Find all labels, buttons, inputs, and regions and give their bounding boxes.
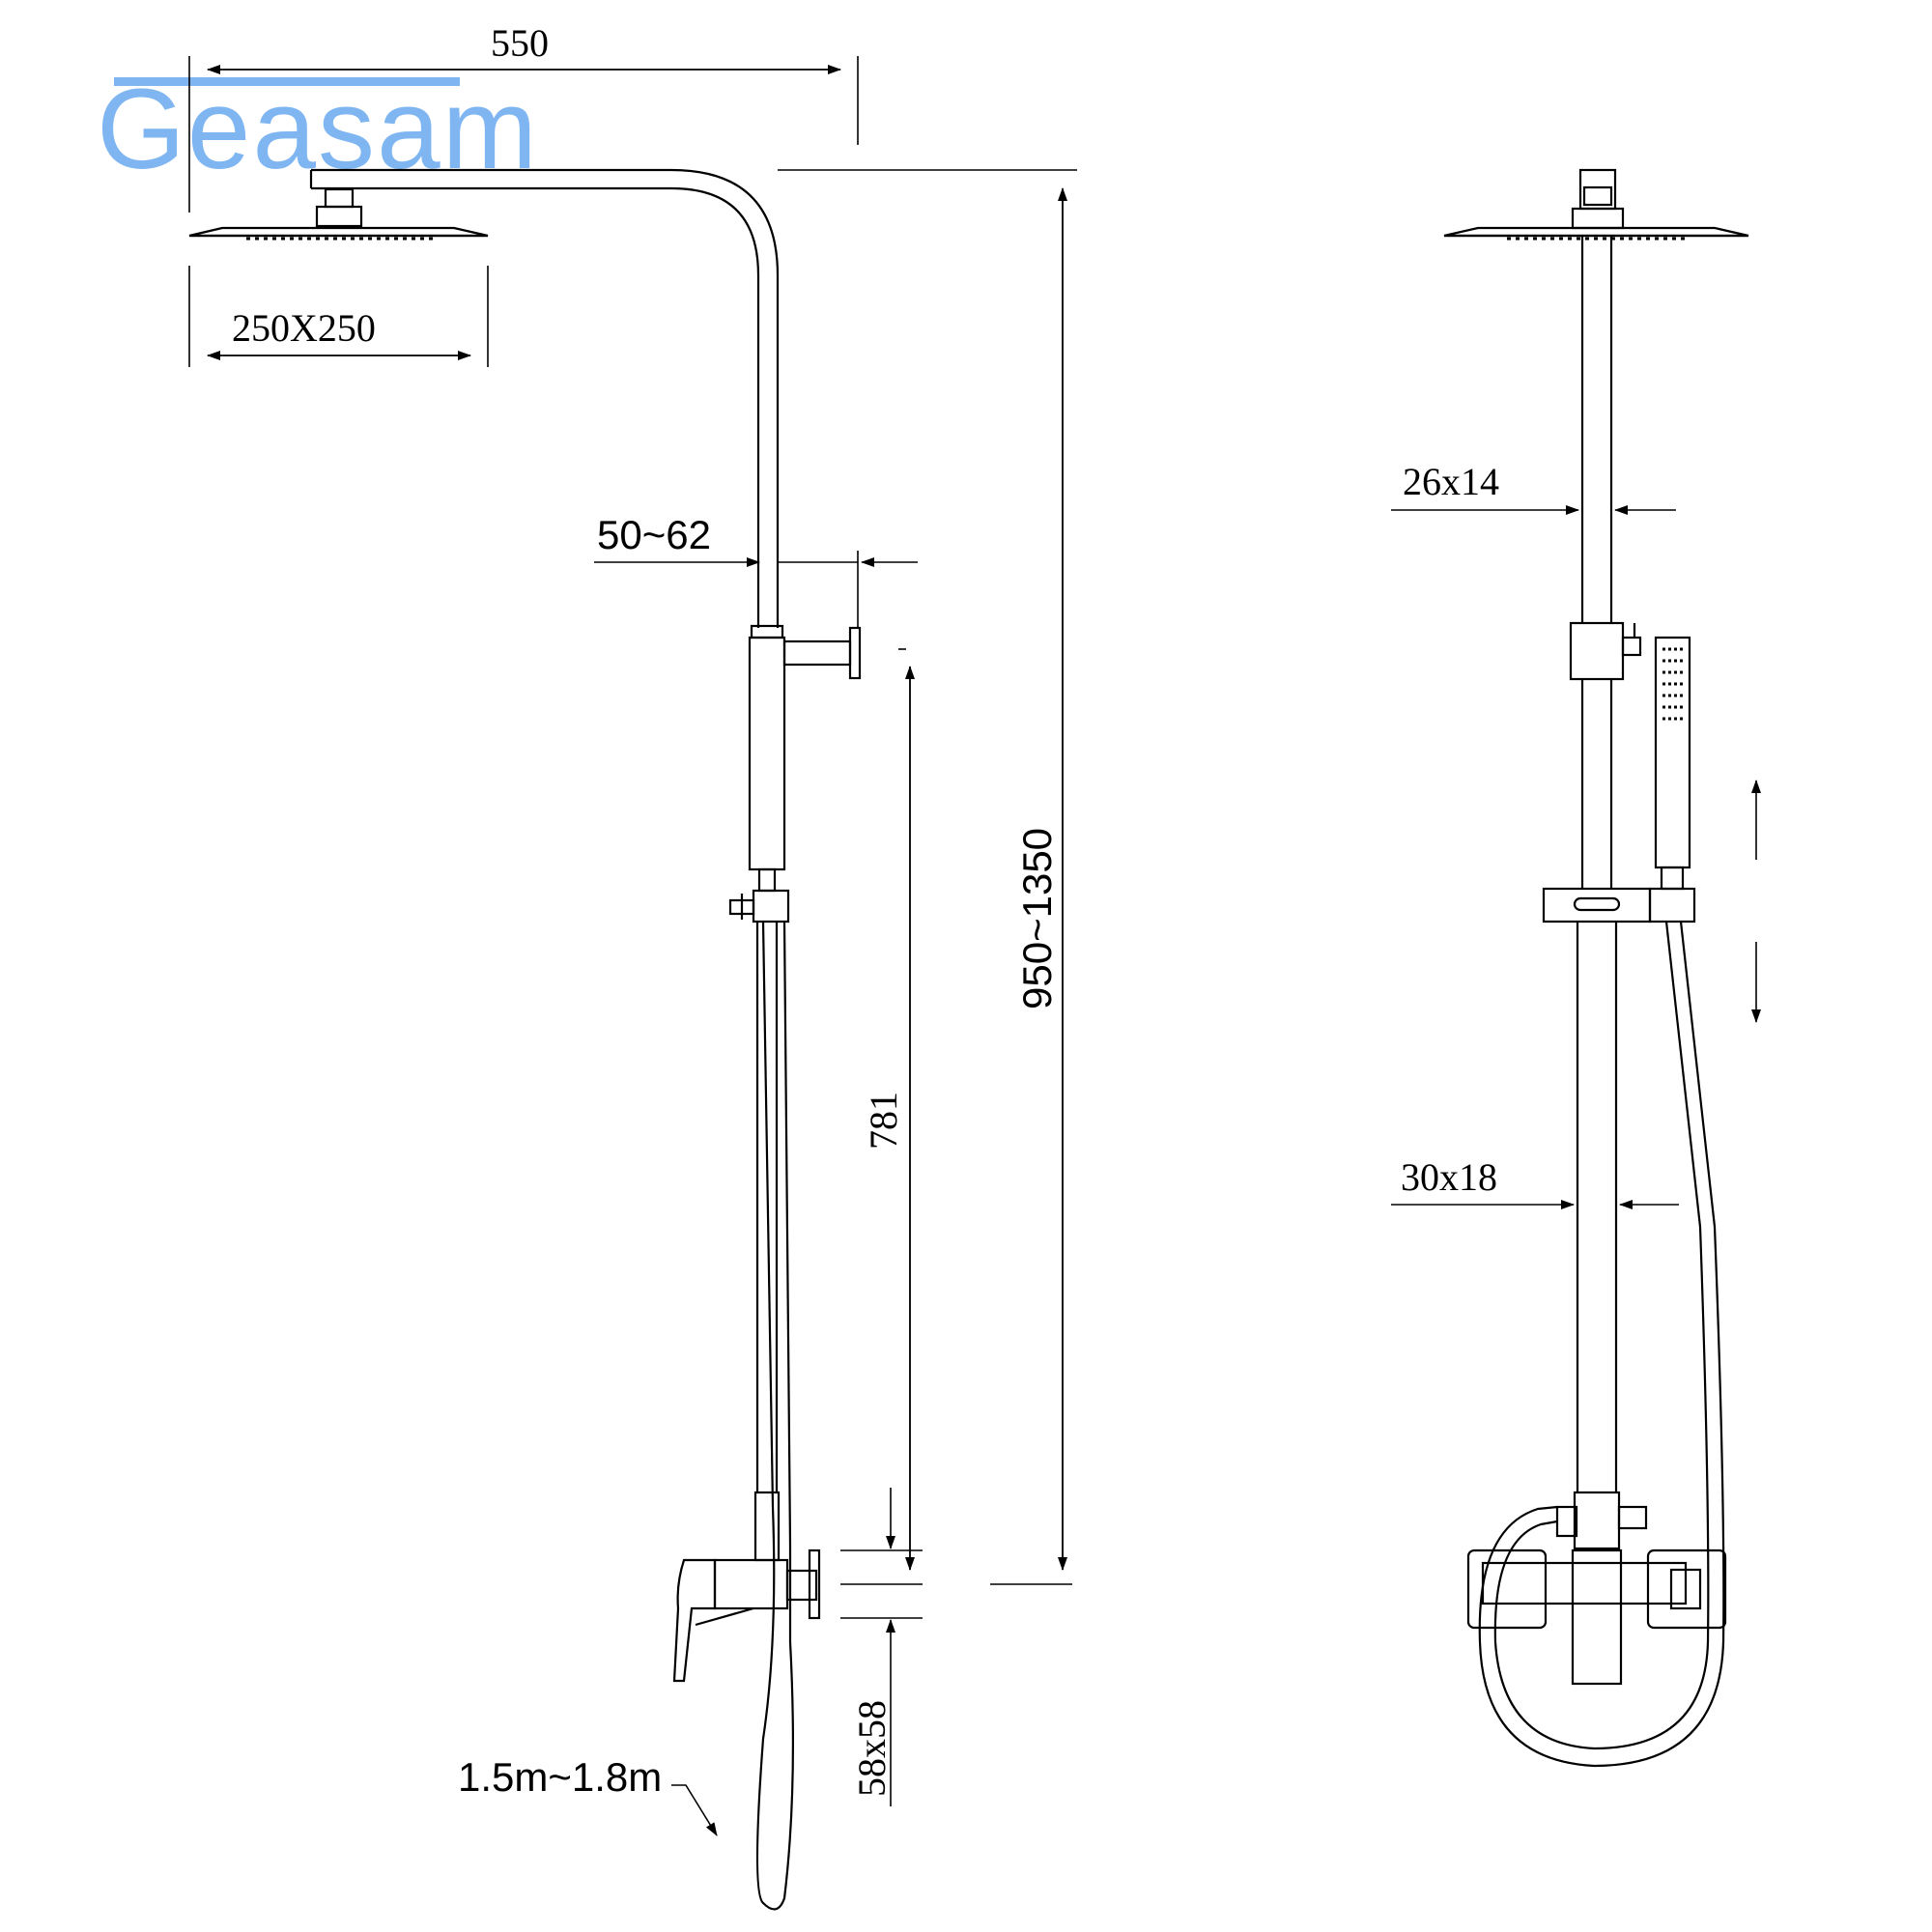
side-view: 550 250X250 50~62 950~1350 781 58x58: [188, 21, 1077, 1911]
slide-holder-front: [1542, 887, 1652, 923]
wall-bracket-plate: [848, 626, 862, 680]
dim-height-label: 950~1350: [1014, 828, 1060, 1009]
brand-logo: Geasam: [97, 66, 539, 193]
dim-head-label: 250X250: [232, 306, 376, 350]
hand-shower-side: [748, 636, 786, 871]
arm-inner: [311, 186, 760, 628]
hose-front: [1493, 921, 1710, 1750]
dim-mixer-label: 58x58: [850, 1700, 894, 1797]
dim-upper-tube-label: 26x14: [1403, 460, 1499, 503]
wall-bracket-arm: [782, 639, 852, 667]
mixer-lever: [672, 1558, 717, 1683]
dim-offset-label: 50~62: [597, 512, 711, 557]
mixer-body-front: [1571, 1548, 1623, 1686]
hose-side: [755, 921, 795, 1911]
dim-slide-label: 781: [862, 1092, 905, 1150]
hand-shower-nozzles: [1662, 647, 1686, 721]
right-eccentric: [1646, 1548, 1727, 1630]
left-eccentric: [1466, 1548, 1548, 1630]
arm-outer: [311, 168, 780, 628]
rain-shower-head: [188, 226, 489, 238]
logo-bar: [114, 77, 460, 86]
upper-holder: [1569, 621, 1625, 681]
head-connector-front: [1578, 168, 1617, 211]
hand-shower-front: [1654, 636, 1691, 869]
dim-hose-label: 1.5m~1.8m: [458, 1754, 662, 1800]
rain-shower-head-front: [1443, 226, 1749, 238]
dim-width-label: 550: [491, 21, 549, 65]
mixer-crossbar: [1481, 1561, 1688, 1605]
mixer-body-side: [713, 1558, 789, 1610]
front-view: 26x14 30x18: [1391, 168, 1761, 1768]
slide-holder: [752, 889, 790, 923]
dim-lower-tube-label: 30x18: [1401, 1155, 1497, 1199]
wall-flange-side: [808, 1548, 821, 1620]
logo-text: Geasam: [97, 66, 539, 193]
